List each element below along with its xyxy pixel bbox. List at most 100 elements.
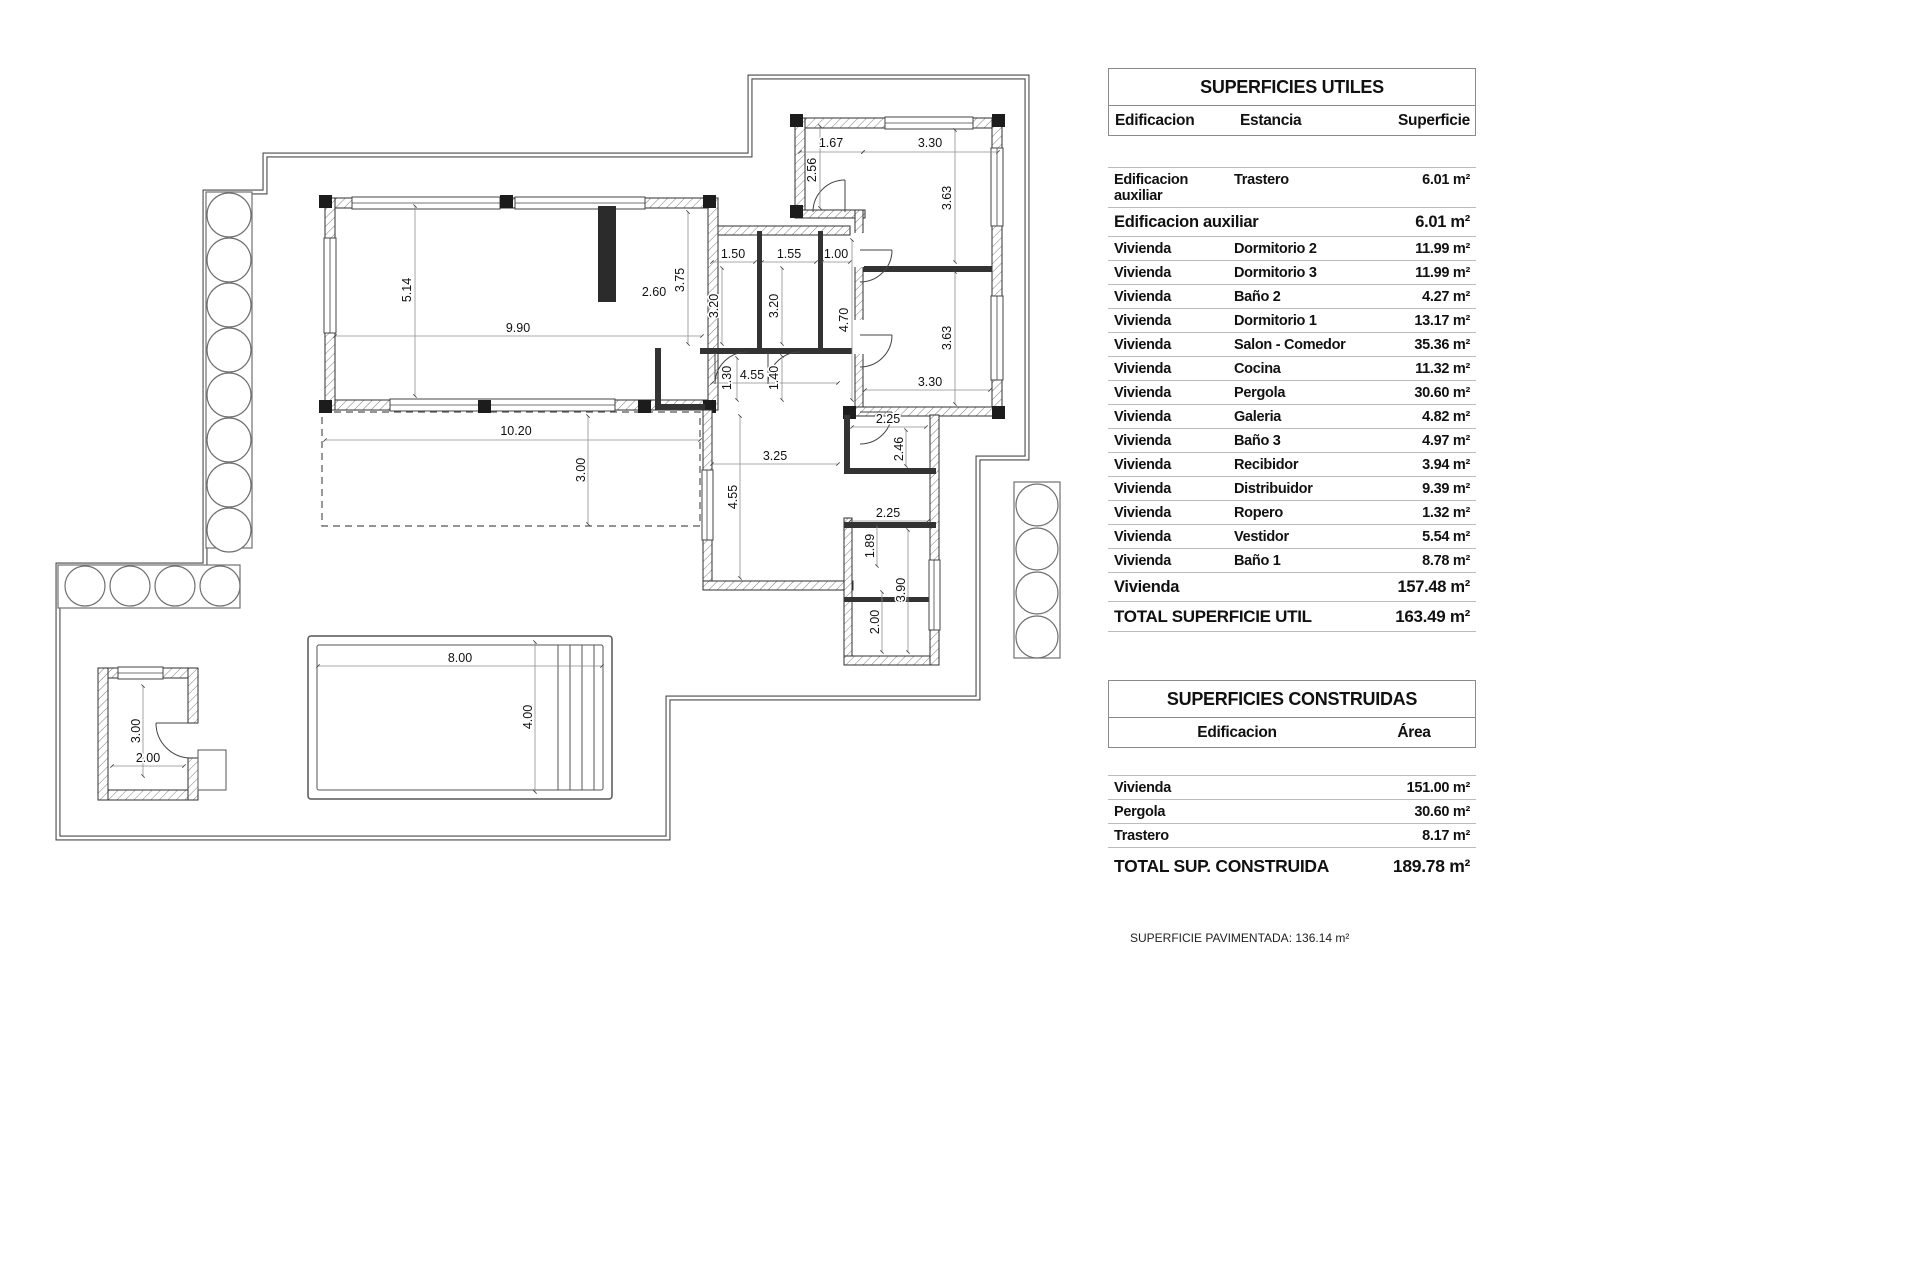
dimension-label: 2.60 [642, 285, 666, 299]
construidas-rows: Vivienda 151.00 m² Pergola 30.60 m² Trastero… [1108, 775, 1476, 881]
dimension-label: 3.00 [574, 458, 588, 482]
table-cell: Edificacion auxiliar [1114, 172, 1189, 204]
table-row: Pergola 30.60 m² [1108, 800, 1476, 824]
table-cell: 8.17 m² [1422, 828, 1470, 844]
table-cell: Trastero [1114, 828, 1169, 844]
dimension-label: 4.55 [726, 485, 740, 509]
dimension-label: 4.70 [837, 308, 851, 332]
table-cell: 151.00 m² [1406, 780, 1471, 796]
table-cell: 11.32 m² [1415, 361, 1470, 377]
table-cell: Vivienda [1114, 529, 1171, 545]
dimension-label: 3.75 [673, 268, 687, 292]
property-boundary [55, 74, 1030, 841]
dimension-label: 1.67 [819, 136, 843, 150]
pavimentada-note: SUPERFICIE PAVIMENTADA: 136.14 m² [1130, 931, 1350, 945]
dimension-label: 2.00 [868, 610, 882, 634]
table-cell: 5.54 m² [1422, 529, 1470, 545]
table-cell: 6.01 m² [1422, 172, 1470, 188]
window-icon [701, 469, 714, 541]
table-cell: 30.60 m² [1414, 804, 1470, 820]
table-row: Trastero 8.17 m² [1108, 824, 1476, 848]
table-cell: Vivienda [1114, 433, 1171, 449]
dimension-label: 3.20 [707, 294, 721, 318]
table-cell: 9.39 m² [1422, 481, 1470, 497]
dimension-label: 3.00 [129, 719, 143, 743]
row-label: Edificacion auxiliar [1114, 213, 1259, 231]
dimension-label: 2.25 [876, 412, 900, 426]
column-header-superficie: Superficie [1398, 112, 1470, 129]
table-cell: Dormitorio 2 [1234, 241, 1317, 257]
dimension-label: 1.40 [767, 366, 781, 390]
table-cell: Galeria [1234, 409, 1282, 425]
dimension-label: 3.63 [940, 326, 954, 350]
table-cell: Vivienda [1114, 241, 1171, 257]
table-cell: Vivienda [1114, 553, 1171, 569]
superficies-utiles-table: SUPERFICIES UTILES Edificacion Estancia … [1108, 68, 1476, 632]
table-cell: Vivienda [1114, 505, 1171, 521]
landscaping [57, 191, 1061, 659]
table-row: Vivienda Galeria 4.82 m² [1108, 405, 1476, 429]
dimension-label: 2.25 [876, 506, 900, 520]
table-cell: Vivienda [1114, 385, 1171, 401]
dimension-label: 2.00 [136, 751, 160, 765]
dimension-label: 1.55 [777, 247, 801, 261]
table-cell: Baño 1 [1234, 553, 1281, 569]
row-value: 189.78 m² [1392, 856, 1470, 876]
table-title: SUPERFICIES CONSTRUIDAS [1109, 681, 1475, 718]
table-row: Vivienda Ropero 1.32 m² [1108, 501, 1476, 525]
dimension-label: 3.90 [894, 578, 908, 602]
table-cell: Dormitorio 1 [1234, 313, 1317, 329]
table-cell: 30.60 m² [1414, 385, 1470, 401]
table-cell: Salon - Comedor [1234, 337, 1346, 353]
row-value: 163.49 m² [1395, 607, 1470, 626]
table-cell: Vivienda [1114, 337, 1171, 353]
table-cell: 4.27 m² [1422, 289, 1470, 305]
dimension-label: 1.50 [721, 247, 745, 261]
dimension-label: 2.46 [892, 437, 906, 461]
table-header-row: Edificacion Área [1109, 718, 1475, 747]
table-cell: Ropero [1234, 505, 1283, 521]
table-cell: Vivienda [1114, 409, 1171, 425]
row-label: TOTAL SUP. CONSTRUIDA [1114, 856, 1330, 876]
table-cell: 3.94 m² [1422, 457, 1470, 473]
table-cell: Cocina [1234, 361, 1281, 377]
table-cell: 4.82 m² [1422, 409, 1470, 425]
area-tables: SUPERFICIES UTILES Edificacion Estancia … [1108, 68, 1476, 881]
table-cell: Distribuidor [1234, 481, 1313, 497]
right-wing-walls [790, 114, 1005, 419]
window-icon [928, 559, 941, 631]
dimension-label: 10.20 [500, 424, 531, 438]
dimension-label: 1.89 [863, 534, 877, 558]
dimension-label: 8.00 [448, 651, 472, 665]
table-cell: 1.32 m² [1422, 505, 1470, 521]
table-cell: Vivienda [1114, 780, 1171, 796]
utiles-header-box: SUPERFICIES UTILES Edificacion Estancia … [1108, 68, 1476, 136]
dimension-label: 1.30 [720, 366, 734, 390]
dimension-label: 4.00 [521, 705, 535, 729]
table-row: TOTAL SUP. CONSTRUIDA 189.78 m² [1108, 848, 1476, 881]
middle-block-walls [655, 225, 852, 410]
table-cell: 11.99 m² [1415, 265, 1470, 281]
row-value: 157.48 m² [1397, 578, 1470, 596]
table-cell: Vivienda [1114, 313, 1171, 329]
table-title: SUPERFICIES UTILES [1109, 69, 1475, 106]
pergola-outline [321, 411, 701, 527]
table-cell: Pergola [1114, 804, 1166, 820]
bottom-wing-walls [701, 409, 941, 666]
